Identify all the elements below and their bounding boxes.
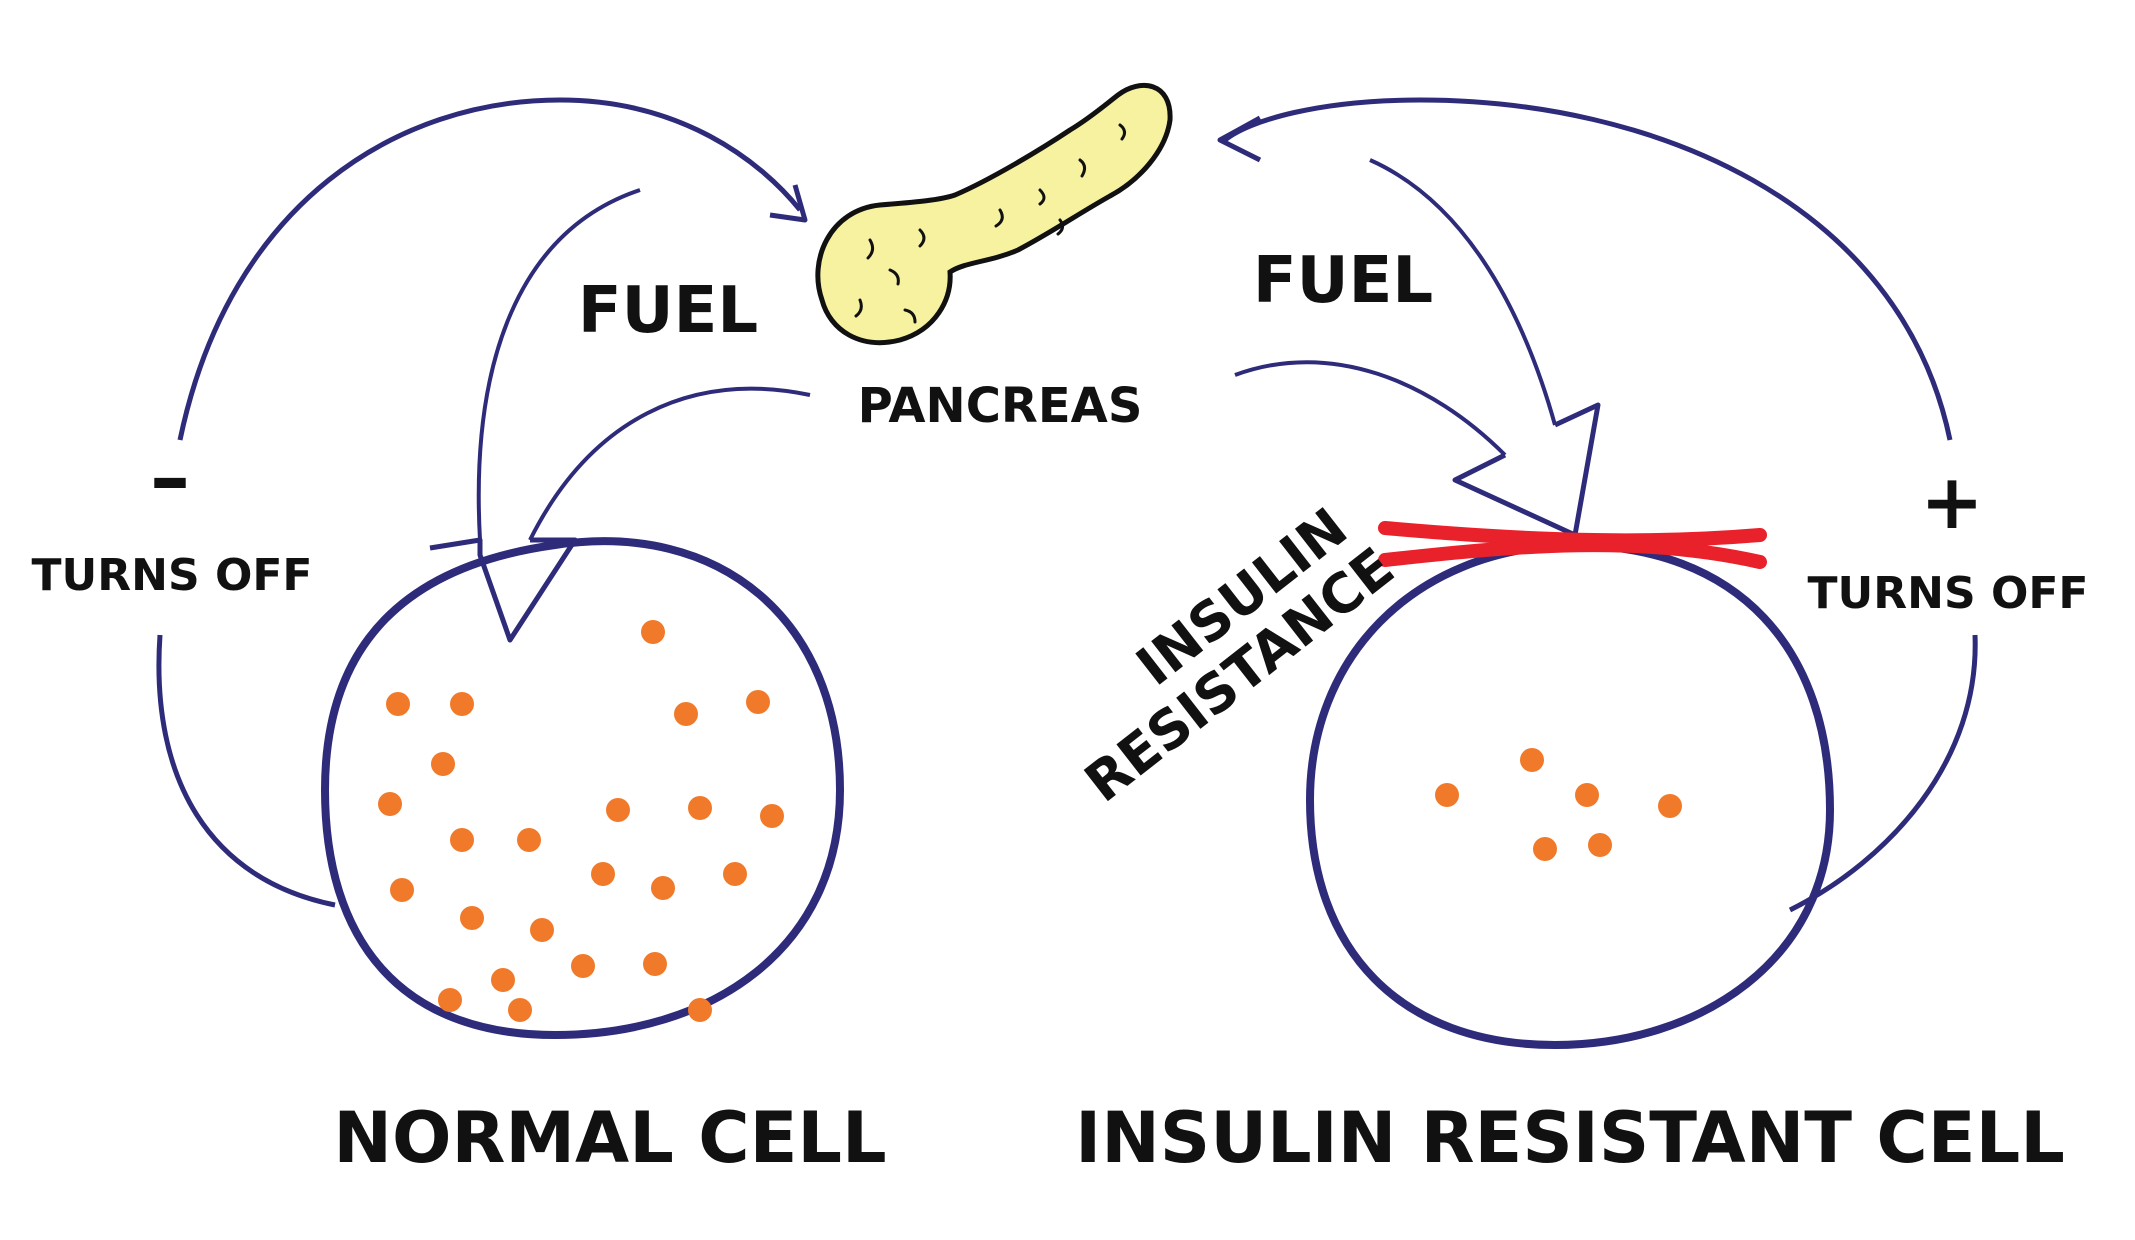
resistant-cell-granules	[1435, 748, 1682, 861]
granule	[641, 620, 665, 644]
granule	[723, 862, 747, 886]
granule	[1658, 794, 1682, 818]
insulin-resistant-cell	[1305, 540, 1835, 1050]
turns-off-arrow-right	[1223, 97, 1953, 441]
turns-off-arrow-left	[177, 97, 802, 441]
normal-cell	[320, 537, 845, 1040]
turns-off-label-left: TURNS OFF	[32, 550, 313, 601]
granule	[760, 804, 784, 828]
resistance-barrier	[1378, 521, 1767, 569]
granule	[591, 862, 615, 886]
plus-sign: +	[1920, 457, 1984, 546]
fuel-label-left: FUEL	[578, 274, 758, 348]
fuel-arrow-right	[1369, 158, 1557, 426]
granule	[746, 690, 770, 714]
resistant-cell-membrane	[1305, 540, 1835, 1050]
left-feedback-loop	[156, 97, 811, 908]
granule	[1533, 837, 1557, 861]
granule	[688, 998, 712, 1022]
fuel-arrowhead-right	[1452, 402, 1601, 538]
granule	[460, 906, 484, 930]
turns-off-label-right: TURNS OFF	[1808, 568, 2089, 619]
granule	[674, 702, 698, 726]
granule	[390, 878, 414, 902]
granule	[508, 998, 532, 1022]
granule	[651, 876, 675, 900]
granule	[530, 918, 554, 942]
granule	[1520, 748, 1544, 772]
minus-sign: –	[150, 431, 190, 524]
normal-cell-membrane	[320, 537, 845, 1040]
granule	[688, 796, 712, 820]
pancreas-illustration	[815, 83, 1173, 346]
granule	[571, 954, 595, 978]
granule	[1588, 833, 1612, 857]
granule	[1435, 783, 1459, 807]
right-feedback-loop	[1217, 97, 1978, 913]
granule	[450, 692, 474, 716]
normal-cell-granules	[378, 620, 784, 1022]
granule	[643, 952, 667, 976]
granule	[386, 692, 410, 716]
granule	[378, 792, 402, 816]
granule	[517, 828, 541, 852]
normal-cell-caption: NORMAL CELL	[333, 1097, 886, 1179]
pancreas-label: PANCREAS	[858, 378, 1143, 434]
fuel-arrow-left	[476, 188, 641, 541]
granule	[450, 828, 474, 852]
resistant-cell-caption: INSULIN RESISTANT CELL	[1075, 1097, 2065, 1179]
granule	[606, 798, 630, 822]
granule	[438, 988, 462, 1012]
granule	[431, 752, 455, 776]
granule	[491, 968, 515, 992]
granule	[1575, 783, 1599, 807]
fuel-label-right: FUEL	[1253, 244, 1433, 318]
